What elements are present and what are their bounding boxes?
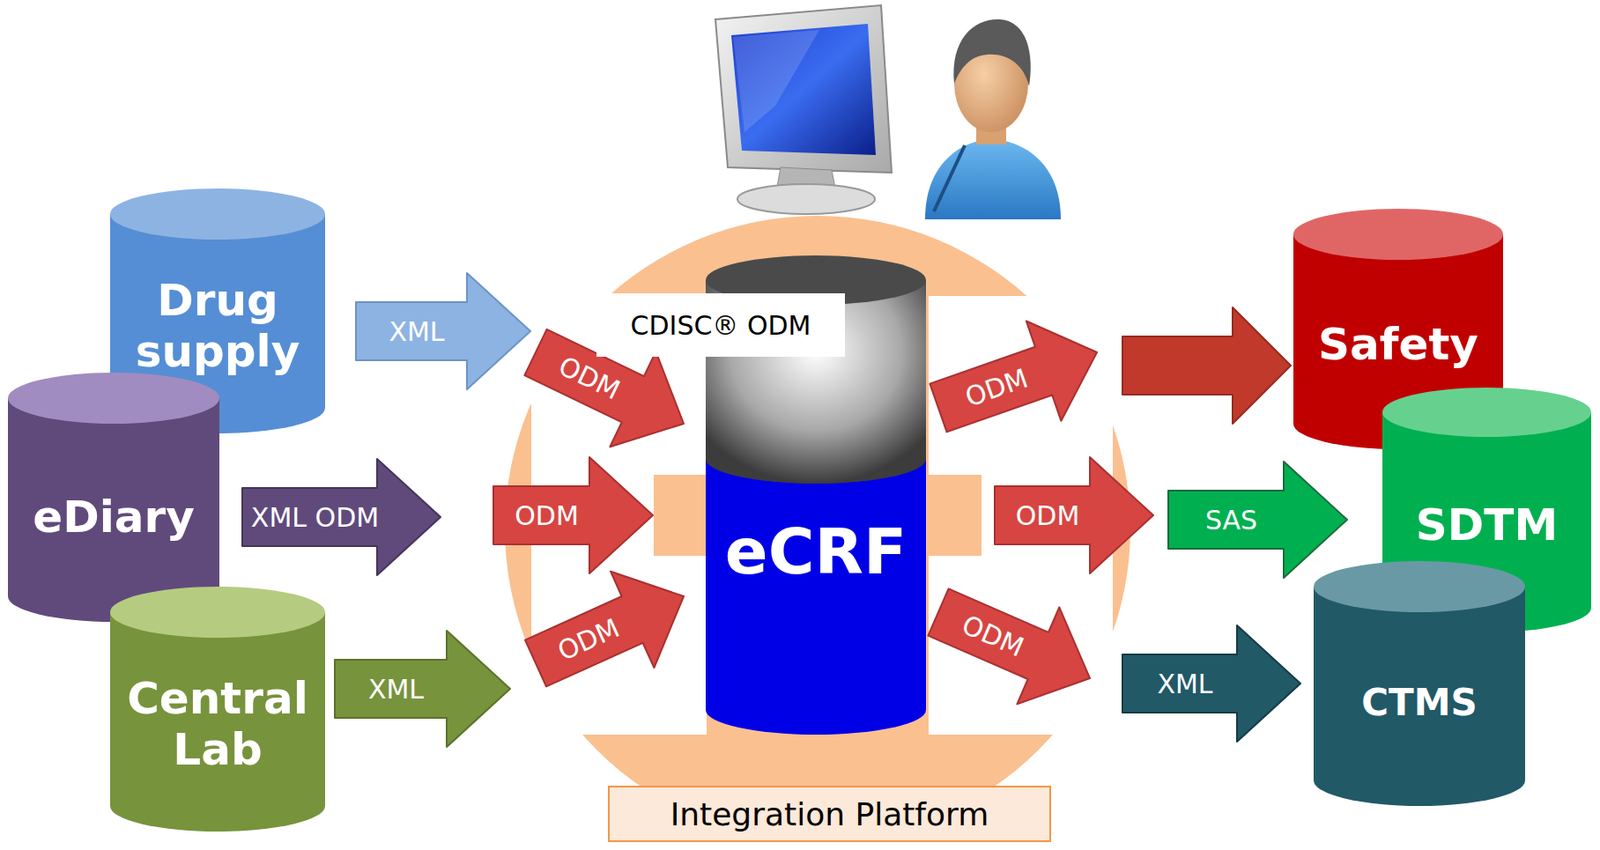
block-arrow <box>1122 625 1301 742</box>
node-title: eCRF <box>725 514 907 589</box>
arrow-shape <box>242 459 441 576</box>
title-holder: Central Lab <box>118 673 317 776</box>
node-title: eDiary <box>32 491 195 543</box>
arrow-label-holder: SAS <box>1205 504 1258 536</box>
title-holder: SDTM <box>1391 499 1583 551</box>
format-label: CDISC® ODM <box>629 310 811 341</box>
arrow-label: XML ODM <box>251 502 379 534</box>
arrow-label-holder: XML <box>1156 668 1213 700</box>
arrow-label-holder: XML ODM <box>251 502 379 534</box>
block-arrow <box>242 459 441 576</box>
node-title: Central Lab <box>118 673 317 776</box>
node-title: SDTM <box>1415 499 1558 551</box>
database-cylinder: CTMS <box>1313 561 1526 807</box>
format-tag: CDISC® ODM <box>596 293 845 357</box>
arrow-label-holder: ODM <box>1015 500 1081 532</box>
monitor-icon <box>715 5 892 215</box>
database-cylinder: Central Lab <box>110 586 326 832</box>
node-title: Drug supply <box>118 274 317 378</box>
person-icon <box>925 19 1061 220</box>
arrow-shape <box>355 273 531 390</box>
arrow-shape <box>1122 625 1301 742</box>
arrow-label-holder: XML <box>388 316 445 348</box>
arrow-shape <box>334 630 511 748</box>
platform-label: Integration Platform <box>670 796 990 833</box>
arrow-label-holder: ODM <box>514 500 579 532</box>
block-arrow <box>334 630 511 748</box>
block-arrow <box>355 273 531 390</box>
title-holder: eCRF <box>714 514 918 589</box>
arrow-label: XML <box>388 316 445 348</box>
title-holder: Drug supply <box>118 274 317 378</box>
title-holder: CTMS <box>1322 681 1517 725</box>
node-title: Safety <box>1318 318 1479 371</box>
block-arrow <box>1122 307 1291 424</box>
arrow-label: XML <box>368 674 424 705</box>
database-cylinder: eDiary <box>7 372 220 623</box>
block-arrow <box>1168 461 1348 578</box>
arrow-label: SAS <box>1205 504 1258 536</box>
arrow-label: ODM <box>514 500 579 532</box>
arrow-label: ODM <box>1015 500 1081 532</box>
arrow-label: XML <box>1156 668 1213 700</box>
title-holder: Safety <box>1302 318 1495 371</box>
node-title: CTMS <box>1361 681 1478 725</box>
arrow-shape <box>1122 307 1291 424</box>
arrow-shape <box>1168 461 1348 578</box>
platform-label-box: Integration Platform <box>607 785 1052 843</box>
arrow-label-holder: XML <box>368 674 424 705</box>
title-holder: eDiary <box>16 491 211 543</box>
